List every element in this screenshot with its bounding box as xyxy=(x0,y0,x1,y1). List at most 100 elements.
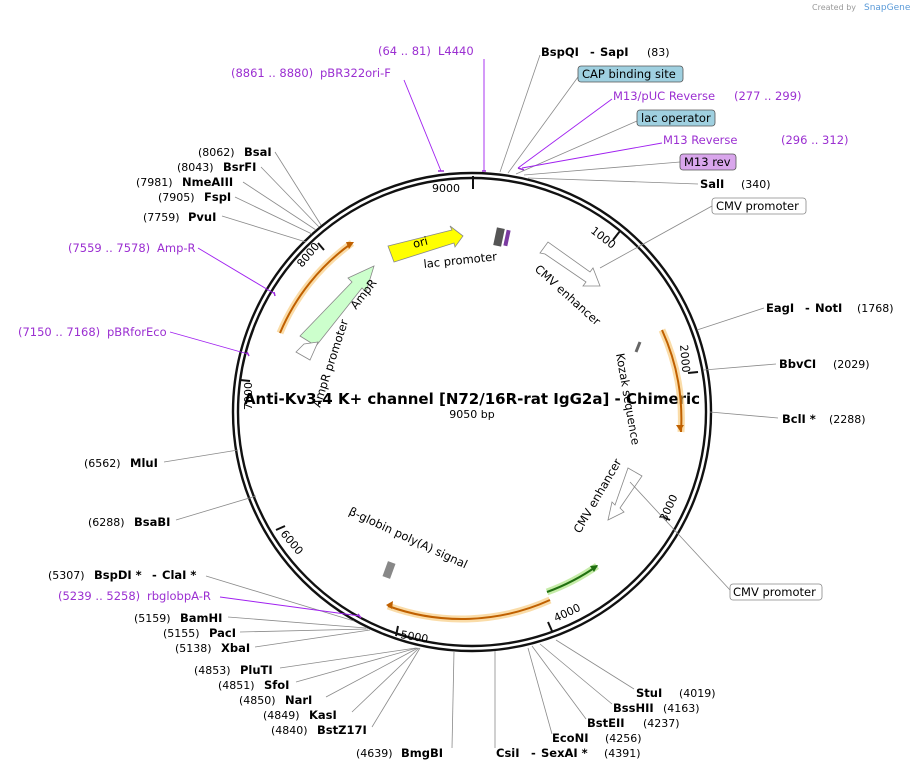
snapgene-logo: SnapGene xyxy=(864,3,910,13)
enzyme-bmgbi: BmgBI xyxy=(401,746,443,760)
primer-m13puc: M13/pUC Reverse xyxy=(613,89,715,103)
cap-binding-site-box xyxy=(577,65,684,83)
cmv-enhancer-top-arrow xyxy=(539,241,601,287)
enzyme-pvui-pos: (7759) xyxy=(143,211,180,224)
enzyme-dash-sapi: - xyxy=(590,45,595,59)
enzyme-stui: StuI xyxy=(636,686,662,700)
orf-bottom xyxy=(387,599,551,620)
cmv-promoter-bottom-box xyxy=(729,583,823,601)
plasmid-name: Anti-Kv3.4 K+ channel [N72/16R-rat IgG2a… xyxy=(244,390,700,408)
enzyme-sali-pos: (340) xyxy=(741,178,771,191)
tick-5000: 5000 xyxy=(399,628,429,646)
enzyme-pluti: PluTI xyxy=(240,663,273,677)
primer-ampr-range: (7559 .. 7578) xyxy=(68,241,150,255)
cmv-promoter-top-box xyxy=(711,197,807,215)
tick-marks xyxy=(239,176,699,637)
enzyme-econi-pos: (4256) xyxy=(605,732,642,745)
primer-pbrforeco: pBRforEco xyxy=(107,325,167,339)
ori-arrow xyxy=(387,225,464,263)
enzyme-bmgbi-pos: (4639) xyxy=(356,747,393,760)
enzyme-bsrfi: BsrFI xyxy=(223,160,256,174)
enzyme-sali: SalI xyxy=(700,177,724,191)
enzyme-bsrfi-pos: (8043) xyxy=(177,161,214,174)
enzyme-bsabi-pos: (6288) xyxy=(88,516,125,529)
enzyme-xbai: XbaI xyxy=(221,641,250,655)
enzyme-fspi-pos: (7905) xyxy=(158,191,195,204)
m13-rev-box xyxy=(679,153,737,171)
primer-rbglob: rbglobpA-R xyxy=(147,589,211,603)
bottom-left-leaders xyxy=(205,575,421,728)
m13-rev: M13 rev xyxy=(684,155,731,169)
enzyme-nari-pos: (4850) xyxy=(239,694,276,707)
plasmid-size: 9050 bp xyxy=(449,408,494,421)
enzyme-bspdi: BspDI * xyxy=(94,568,142,582)
cmv-enhancer-right-arrow xyxy=(607,467,643,521)
orf-left xyxy=(279,242,353,334)
enzyme-bstz17i: BstZ17I xyxy=(317,723,367,737)
orf-bottom-arrowhead xyxy=(386,601,393,609)
enzyme-bamhi-pos: (5159) xyxy=(134,612,171,625)
enzyme-dash-sexai: - xyxy=(531,746,536,760)
enzyme-bsteii-pos: (4237) xyxy=(643,717,680,730)
enzyme-bstz17i-pos: (4840) xyxy=(271,724,308,737)
lac-promoter-label: lac promoter xyxy=(423,249,498,271)
tick-7000: 7000 xyxy=(242,382,255,410)
primer-ampr: Amp-R xyxy=(157,241,196,255)
enzyme-sexai: SexAI * xyxy=(541,746,588,760)
created-by-label: Created by xyxy=(812,3,856,12)
tick-9000: 9000 xyxy=(432,182,460,195)
enzyme-sfoi-pos: (4851) xyxy=(218,679,255,692)
enzyme-kasi-pos: (4849) xyxy=(263,709,300,722)
enzyme-mlui: MluI xyxy=(130,456,158,470)
enzyme-paci: PacI xyxy=(209,626,236,640)
kozak-feature xyxy=(634,341,642,353)
enzyme-sapi: SapI xyxy=(600,45,629,59)
enzyme-fspi: FspI xyxy=(204,190,231,204)
lac-operator: lac operator xyxy=(641,111,711,125)
ampr-arrow xyxy=(299,265,375,347)
lac-operator-box xyxy=(636,109,716,127)
green-feature-arrowhead xyxy=(590,565,598,572)
tick-6000: 6000 xyxy=(278,528,306,558)
enzyme-bsai-pos: (8062) xyxy=(198,146,235,159)
primer-m13rev-range: (296 .. 312) xyxy=(781,133,849,147)
cmv-promoter-top: CMV promoter xyxy=(716,199,799,213)
enzyme-bsteii: BstEII xyxy=(587,716,625,730)
cmv-promoter-bottom: CMV promoter xyxy=(733,585,816,599)
enzyme-bsai: BsaI xyxy=(244,145,272,159)
enzyme-bbvci: BbvCI xyxy=(779,357,816,371)
enzyme-noti: NotI xyxy=(815,301,842,315)
m13-rev-feature xyxy=(503,229,511,247)
orf-right xyxy=(661,329,683,433)
enzyme-nari: NarI xyxy=(285,693,312,707)
enzyme-pluti-pos: (4853) xyxy=(194,664,231,677)
cap-binding-site: CAP binding site xyxy=(582,67,676,81)
enzyme-clai: ClaI * xyxy=(162,568,196,582)
primer-pbr322ori-range: (8861 .. 8880) xyxy=(231,66,313,80)
orf-right-arrowhead xyxy=(676,425,684,431)
enzyme-dash-clai: - xyxy=(152,568,157,582)
enzyme-econi: EcoNI xyxy=(552,731,588,745)
enzyme-stui-pos: (4019) xyxy=(679,687,716,700)
enzyme-bspqi-pos: (83) xyxy=(647,46,670,59)
enzyme-eagi: EagI xyxy=(766,301,794,315)
enzyme-bspdi-pos: (5307) xyxy=(48,569,85,582)
enzyme-dash-noti: - xyxy=(805,301,810,315)
enzyme-eagi-pos: (1768) xyxy=(857,302,894,315)
orf-left-arrowhead xyxy=(346,242,354,249)
primer-rbglob-range: (5239 .. 5258) xyxy=(58,589,140,603)
enzyme-mlui-pos: (6562) xyxy=(84,457,121,470)
primer-pbrforeco-range: (7150 .. 7168) xyxy=(18,325,100,339)
primer-l4440: L4440 xyxy=(438,44,474,58)
enzyme-xbai-pos: (5138) xyxy=(175,642,212,655)
enzyme-csii: CsiI xyxy=(496,746,520,760)
enzyme-bsshii: BssHII xyxy=(613,701,654,715)
primer-pbr322ori: pBR322ori-F xyxy=(320,66,391,80)
enzyme-csii-pos: (4391) xyxy=(604,747,641,760)
enzyme-kasi: KasI xyxy=(309,708,337,722)
enzyme-bcli-pos: (2288) xyxy=(829,413,866,426)
tick-3000: 3000 xyxy=(657,492,681,523)
beta-globin-feature xyxy=(382,561,396,579)
enzyme-bbvci-pos: (2029) xyxy=(833,358,870,371)
